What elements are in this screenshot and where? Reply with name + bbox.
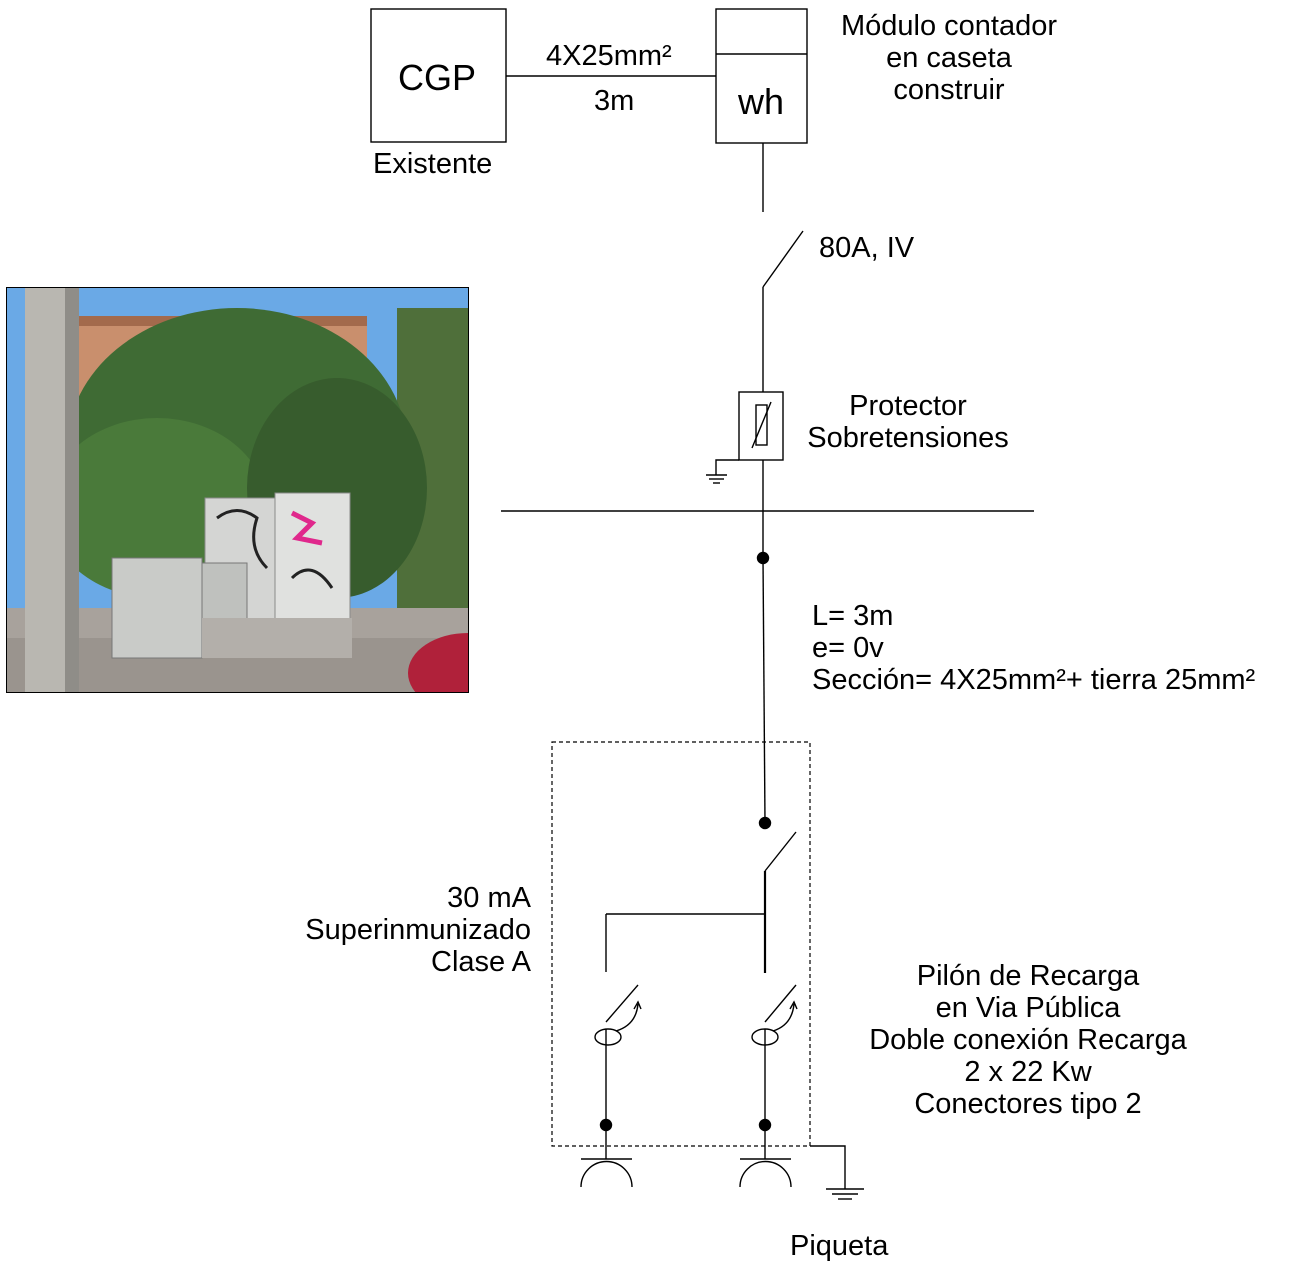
pylon-line-4: 2 x 22 Kw (964, 1056, 1092, 1088)
meter-module-line-2: en caseta (886, 42, 1012, 74)
rcd-line-1: 30 mA (447, 882, 531, 914)
cable-section-label: 4X25mm² (546, 40, 672, 72)
surge-earth-lead (715, 459, 739, 475)
varistor-slash (751, 401, 772, 449)
varistor-symbol (755, 404, 768, 446)
main-switch-label: 80A, IV (819, 232, 915, 264)
main-switch-blade (762, 230, 804, 288)
pylon-main-switch-blade (764, 831, 797, 872)
rcd-left (594, 984, 642, 1125)
line-data-label: L= 3m e= 0v Sección= 4X25mm²+ tierra 25m… (812, 600, 1255, 696)
rcd-line-2: Superinmunizado (305, 914, 531, 946)
existente-label: Existente (373, 148, 493, 180)
site-photo (6, 287, 469, 693)
pylon-line-5: Conectores tipo 2 (914, 1088, 1142, 1120)
surge-earth-icon (706, 474, 727, 484)
section-text: Sección= 4X25mm²+ tierra 25mm² (812, 664, 1256, 696)
meter-module-line-1: Módulo contador (840, 10, 1058, 42)
voltage-drop-text: e= 0v (812, 632, 884, 664)
meter-module-line-3: construir (893, 74, 1005, 106)
line-length-text: L= 3m (812, 600, 894, 632)
earth-stake-lead (810, 1145, 846, 1189)
cgp-label: CGP (398, 57, 477, 98)
rcd-right (751, 984, 798, 1125)
pylon-enclosure (551, 741, 811, 1147)
pylon-input-dot (758, 816, 772, 830)
connector-icon-right (739, 1158, 792, 1188)
pylon-line-1: Pilón de Recarga (916, 960, 1140, 992)
surge-protector-line-2: Sobretensiones (807, 422, 1009, 454)
surge-protector-box (738, 391, 784, 461)
surge-protector-label: Protector Sobretensiones (796, 390, 1020, 454)
supply-line-to-pylon (762, 557, 766, 824)
cable-length-label: 3m (594, 85, 635, 117)
meter-symbol-label: wh (738, 81, 785, 122)
meter-module-label: Módulo contador en caseta construir (831, 10, 1067, 106)
rcd-label: 30 mA Superinmunizado Clase A (270, 882, 531, 978)
pylon-label: Pilón de Recarga en Via Pública Doble co… (848, 960, 1208, 1120)
meter-module-box (715, 8, 808, 144)
earth-stake-label: Piqueta (790, 1230, 889, 1262)
rcd-line-3: Clase A (431, 946, 531, 978)
pylon-line-3: Doble conexión Recarga (869, 1024, 1187, 1056)
pylon-line-2: en Via Pública (935, 992, 1121, 1024)
earth-stake-icon (826, 1188, 864, 1200)
surge-protector-line-1: Protector (849, 390, 967, 422)
connector-icon-left (580, 1158, 633, 1188)
